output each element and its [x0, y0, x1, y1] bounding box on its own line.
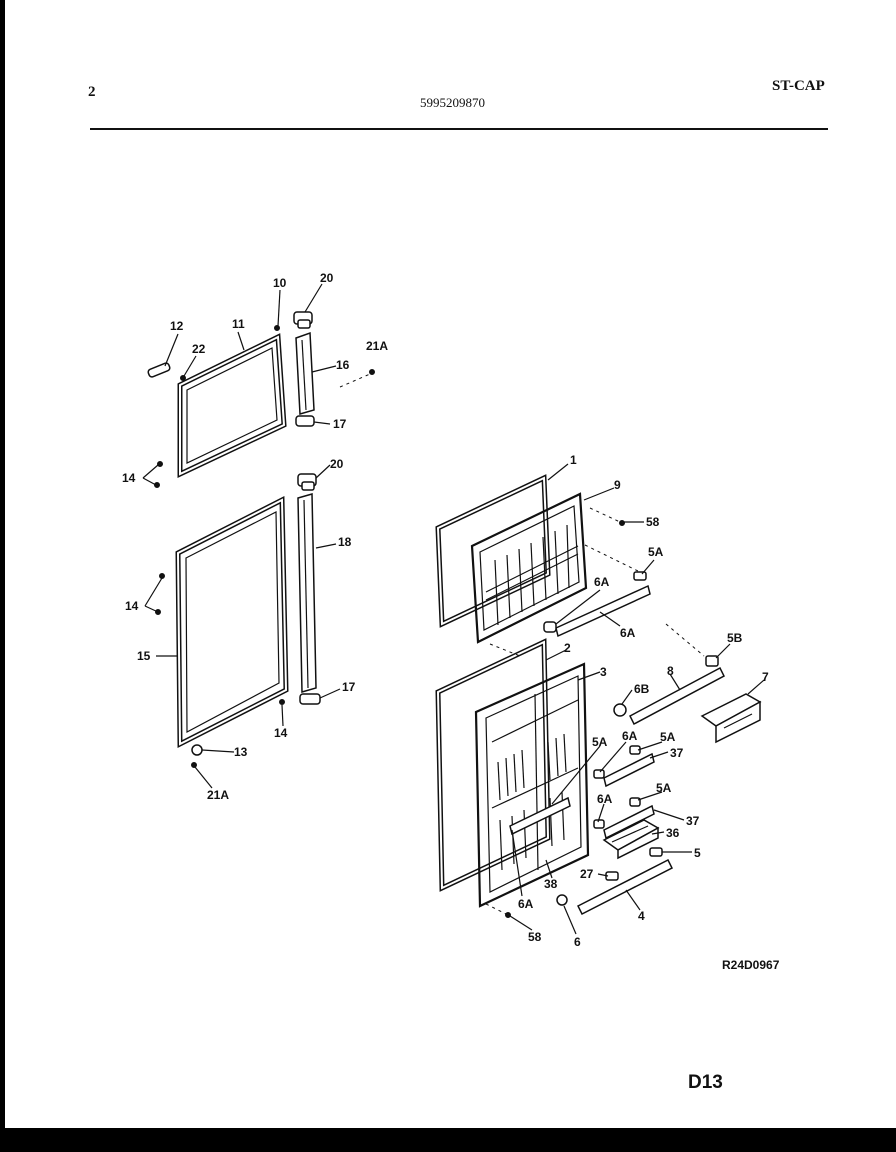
page-number: 2 [88, 84, 96, 100]
shelf-37-upper [593, 745, 655, 788]
screw-21A-top [369, 369, 375, 375]
callout-58-top: 58 [646, 515, 660, 529]
screw-22 [180, 375, 186, 381]
screw-14-top [157, 461, 163, 467]
model-code: ST-CAP [772, 78, 825, 94]
callout-17-top: 17 [333, 417, 347, 431]
callout-5A-2: 5A [592, 735, 608, 749]
callout-13: 13 [234, 745, 248, 759]
hinge-cap-17a [295, 415, 315, 427]
bushing-6 [556, 894, 568, 906]
callout-9: 9 [614, 478, 621, 492]
screw-14-low [279, 699, 285, 705]
fresh-food-gasket-2 [435, 638, 551, 892]
page-id: D13 [688, 1072, 723, 1093]
bushing-13 [191, 744, 203, 756]
callout-5B: 5B [727, 631, 743, 645]
callout-17-mid: 17 [342, 680, 356, 694]
callout-21A-top: 21A [366, 339, 388, 353]
callout-6A-2: 6A [620, 626, 636, 640]
callout-5A-4: 5A [656, 781, 672, 795]
screw-14-top-2 [154, 482, 160, 488]
handle-12 [147, 362, 171, 378]
fresh-food-door-gasket [175, 495, 289, 749]
callout-36: 36 [666, 826, 680, 840]
hinge-cap-17b [299, 693, 321, 705]
model-number: 5995209870 [420, 95, 485, 110]
callout-37-lower: 37 [686, 814, 700, 828]
callout-2: 2 [564, 641, 571, 655]
freezer-door-gasket [177, 333, 287, 478]
callout-38: 38 [544, 877, 558, 891]
callout-12: 12 [170, 319, 184, 333]
fresh-food-door-liner-3 [474, 662, 590, 908]
callout-7: 7 [762, 670, 769, 684]
freezer-door-strip-16 [295, 331, 315, 415]
shelf-4 [576, 858, 674, 916]
freezer-door-liner-9 [470, 492, 588, 644]
callout-20-mid: 20 [330, 457, 344, 471]
shelf-37-lower [593, 797, 655, 840]
callout-6B: 6B [634, 682, 650, 696]
screw-10 [274, 325, 280, 331]
header-rule [90, 128, 828, 130]
callout-4: 4 [638, 909, 645, 923]
callout-8: 8 [667, 664, 674, 678]
freezer-gasket-1 [435, 474, 551, 628]
screw-58-top [619, 520, 625, 526]
callout-15: 15 [137, 649, 151, 663]
callout-6A-5: 6A [518, 897, 534, 911]
screw-21A-low [191, 762, 197, 768]
tray-36 [602, 819, 660, 860]
callout-6: 6 [574, 935, 581, 949]
callout-10: 10 [273, 276, 287, 290]
hinge-cap-20b [297, 473, 317, 491]
scan-edge-left [0, 0, 5, 1152]
screw-14-mid [159, 573, 165, 579]
callout-3: 3 [600, 665, 607, 679]
callout-27: 27 [580, 867, 594, 881]
callout-6A-3: 6A [622, 729, 638, 743]
callout-1: 1 [570, 453, 577, 467]
hinge-cap-20a [293, 311, 313, 329]
freezer-shelf-rail [543, 571, 651, 638]
callout-5A-1: 5A [648, 545, 664, 559]
callout-14-mid: 14 [125, 599, 139, 613]
callout-20-top: 20 [320, 271, 334, 285]
callout-11: 11 [232, 317, 245, 331]
callout-6A-4: 6A [597, 792, 613, 806]
fresh-food-door-strip-18 [297, 493, 317, 693]
screw-58-bottom [505, 912, 511, 918]
drawing-reference: R24D0967 [722, 958, 780, 972]
inner-shelf-bar [509, 796, 571, 836]
cap-5 [649, 847, 663, 857]
callout-37-upper: 37 [670, 746, 684, 760]
scan-edge-bottom [0, 1128, 896, 1152]
callout-18: 18 [338, 535, 352, 549]
callout-6A-1: 6A [594, 575, 610, 589]
callout-16: 16 [336, 358, 350, 372]
callout-22: 22 [192, 342, 206, 356]
shelf-8 [613, 655, 725, 726]
callout-21A-low: 21A [207, 788, 229, 802]
callout-58-bottom: 58 [528, 930, 542, 944]
callout-14-top: 14 [122, 471, 136, 485]
callout-5: 5 [694, 846, 701, 860]
callout-14-low: 14 [274, 726, 288, 740]
butter-compartment-7 [700, 693, 762, 744]
callout-5A-3: 5A [660, 730, 676, 744]
